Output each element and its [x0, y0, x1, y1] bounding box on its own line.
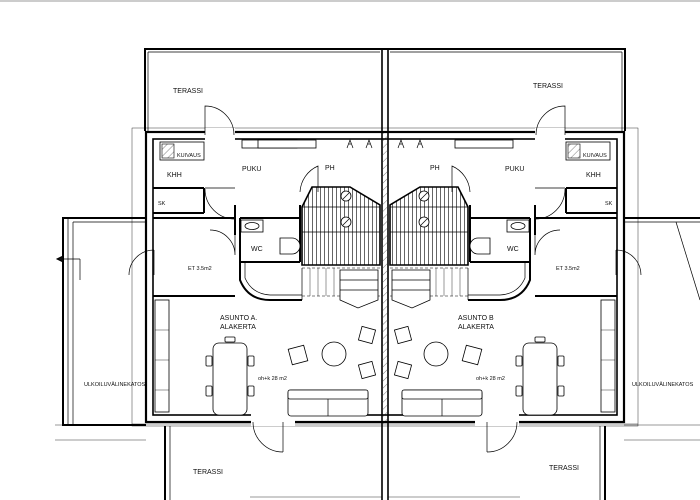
- coffee-table-a: [321, 341, 347, 367]
- door-bottom-b: [475, 410, 519, 453]
- alakerta-label-a: ALAKERTA: [220, 324, 256, 331]
- top-terrace-a: [144, 48, 385, 131]
- sauna-b: [389, 165, 471, 266]
- armchairs-a: [287, 325, 377, 380]
- ph-label-b: PH: [430, 165, 440, 172]
- outer-walls: [144, 130, 626, 424]
- sauna-a: [299, 165, 381, 266]
- coffee-table-b: [423, 341, 449, 367]
- stairs-a: [239, 262, 380, 309]
- partitions-a: [153, 187, 301, 297]
- eave-outline: [131, 127, 639, 427]
- sauna-vents-b: [397, 139, 424, 149]
- dining-table-b: [515, 336, 565, 416]
- storage-shed-b: [624, 217, 700, 441]
- bottom-terrace-a: [164, 426, 382, 500]
- door-khh-b: [534, 187, 566, 220]
- closet-a: [154, 299, 170, 413]
- et-label-a: ET 3.5m2: [188, 266, 212, 272]
- asunto-b-label: ASUNTO B: [458, 315, 494, 322]
- kuivaus-label-b: KUIVAUS: [583, 153, 607, 159]
- puku-label-a: PUKU: [242, 166, 261, 173]
- closet-b: [600, 299, 616, 413]
- area-label-b: oh+k 28 m2: [476, 376, 505, 382]
- puku-label-b: PUKU: [505, 166, 524, 173]
- bottom-terrace-b: [388, 426, 606, 500]
- door-top-b: [535, 105, 566, 141]
- sofa-a: [287, 389, 369, 417]
- armchairs-b: [393, 325, 483, 380]
- toilet-b: [469, 237, 491, 255]
- terrace-label-top-b: TERASSI: [533, 83, 563, 90]
- party-wall: [381, 49, 389, 500]
- door-bottom-a: [251, 410, 295, 453]
- dining-table-a: [205, 336, 255, 416]
- top-terrace-b: [385, 48, 626, 131]
- door-wc-b: [534, 229, 561, 256]
- door-wc-a: [209, 229, 236, 256]
- storage-shed-a: [55, 217, 146, 441]
- wc-label-b: WC: [507, 246, 519, 253]
- storage-label-a: ULKOILUVÄLINEKATOS: [84, 381, 146, 388]
- sauna-vents-a: [346, 139, 373, 149]
- khh-label-b: KHH: [586, 172, 601, 179]
- door-side-b: [615, 249, 642, 276]
- terrace-label-bottom-a: TERASSI: [193, 469, 223, 476]
- partitions-b: [469, 187, 617, 297]
- khh-label-a: KHH: [167, 172, 182, 179]
- kuivaus-label-a: KUIVAUS: [177, 153, 201, 159]
- door-khh-a: [204, 187, 236, 220]
- terrace-label-top-a: TERASSI: [173, 88, 203, 95]
- ph-label-a: PH: [325, 165, 335, 172]
- door-side-a: [128, 249, 155, 276]
- et-label-b: ET 3.5m2: [556, 266, 580, 272]
- asunto-a-label: ASUNTO A.: [220, 315, 257, 322]
- alakerta-label-b: ALAKERTA: [458, 324, 494, 331]
- sk-label-b: SK: [605, 201, 613, 207]
- terrace-label-bottom-b: TERASSI: [549, 465, 579, 472]
- wc-label-a: WC: [251, 246, 263, 253]
- sofa-b: [401, 389, 483, 417]
- door-top-a: [204, 105, 235, 141]
- bench-top-b: [454, 139, 514, 149]
- storage-label-b: ULKOILUVÄLINEKATOS: [632, 381, 694, 388]
- area-label-a: oh+k 28 m2: [258, 376, 287, 382]
- sk-label-a: SK: [158, 201, 166, 207]
- toilet-a: [279, 237, 301, 255]
- stairs-b: [390, 262, 531, 309]
